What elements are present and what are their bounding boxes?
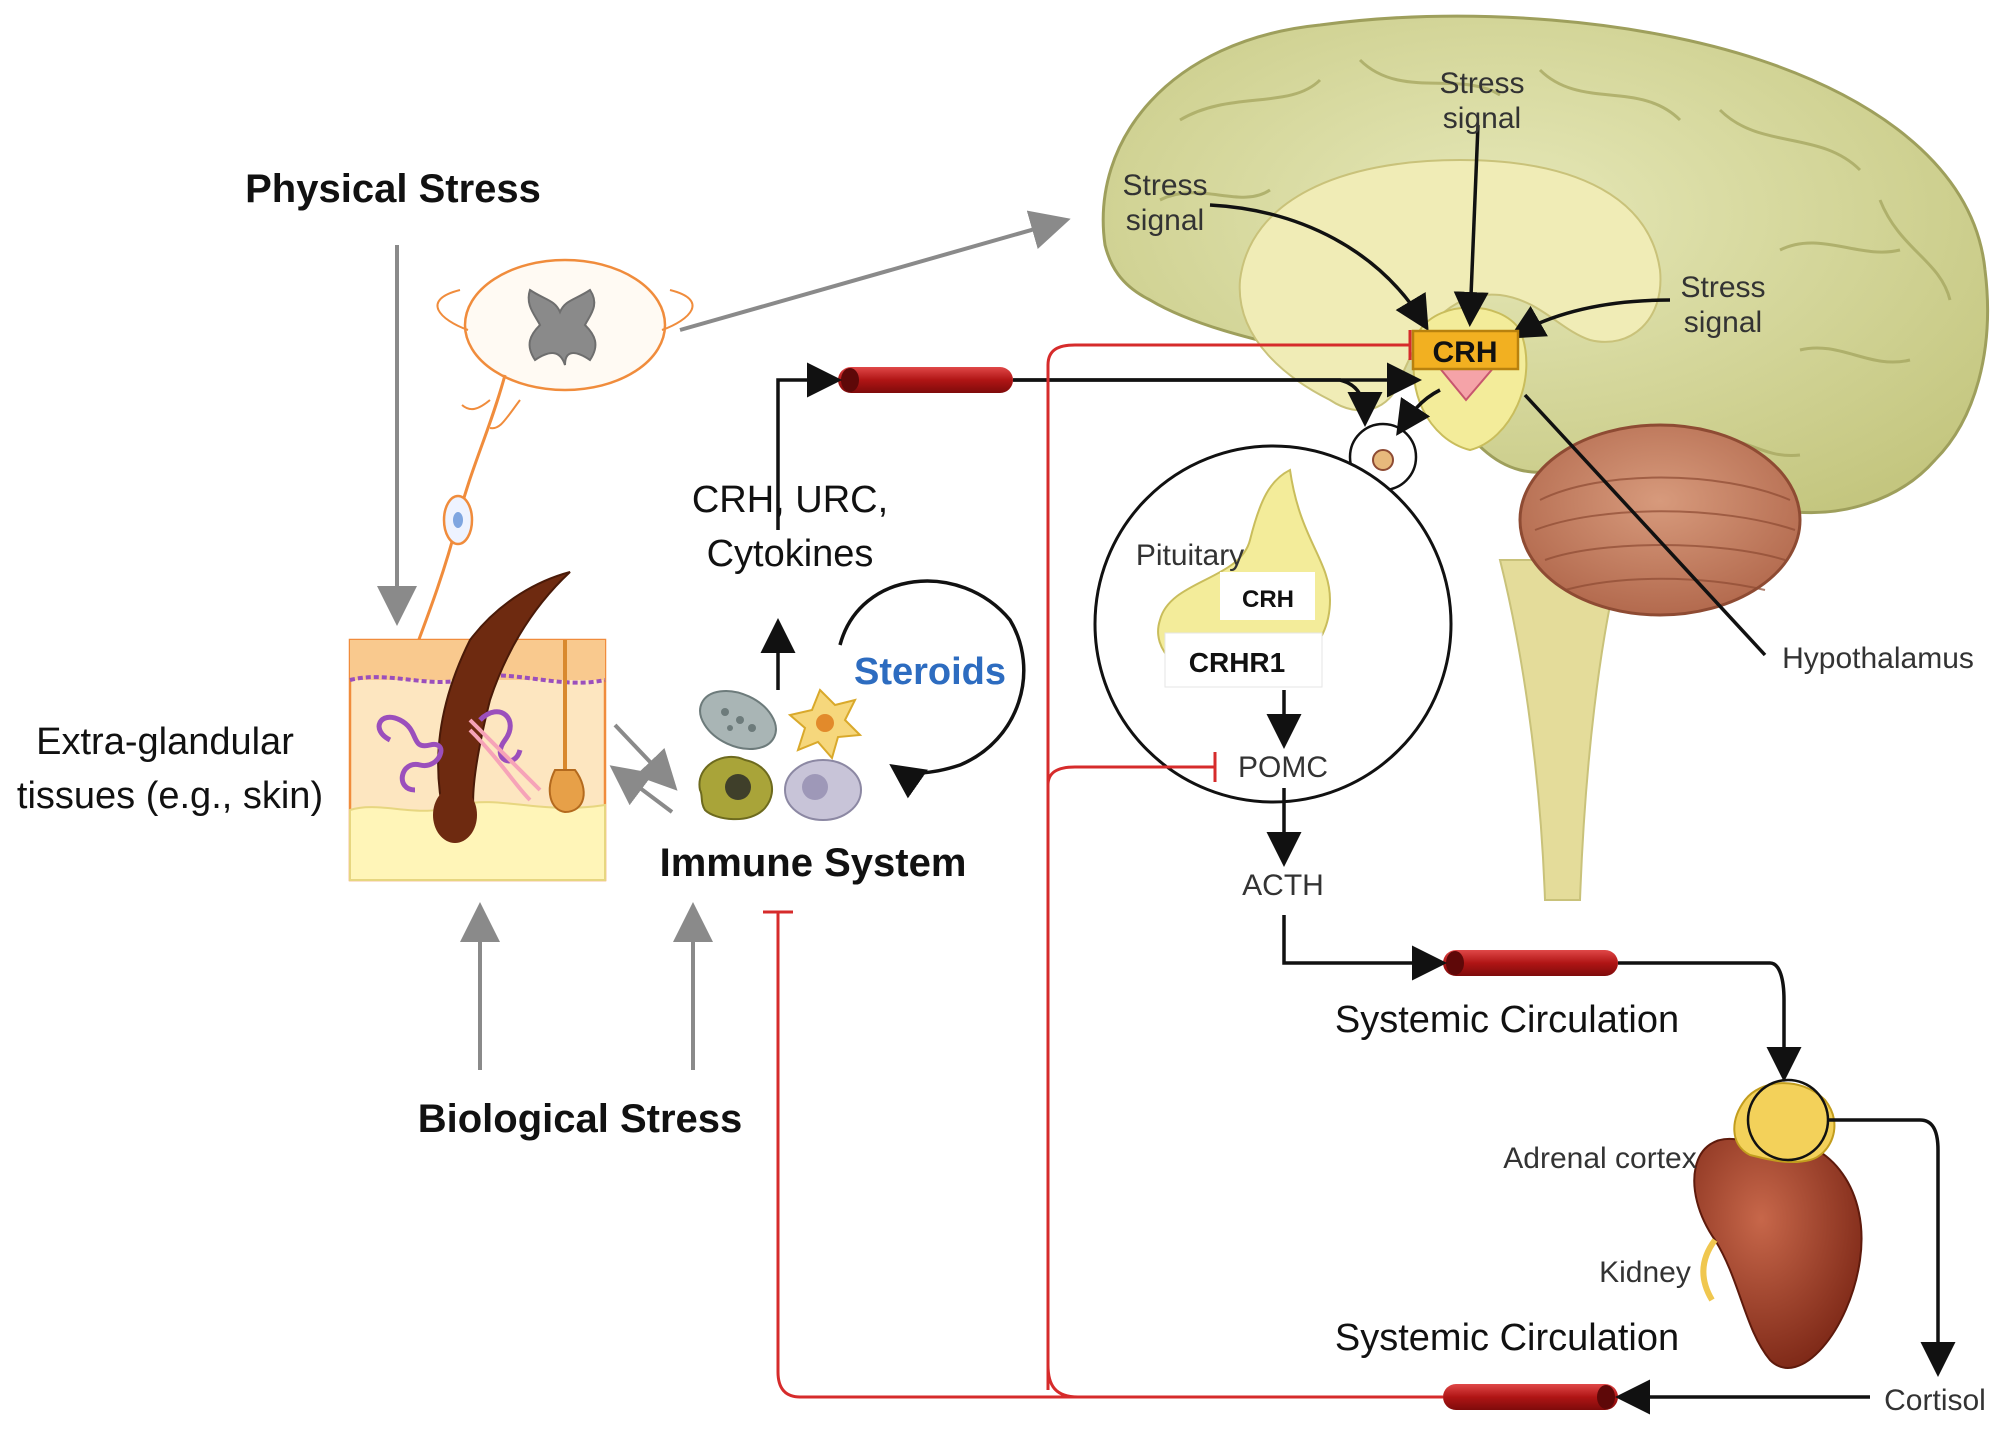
extra-glandular-label-line2: tissues (e.g., skin) <box>17 775 323 817</box>
crh-urc-cytokines-label-line1: CRH, URC, <box>692 479 888 521</box>
spinal-cord-illustration <box>413 258 694 651</box>
stress-signal-right-word1: Stress <box>1680 271 1765 304</box>
hypothalamus-label: Hypothalamus <box>1782 642 1974 675</box>
stress-signal-right-word2: signal <box>1684 306 1762 339</box>
stress-signal-left-word2: signal <box>1126 204 1204 237</box>
blood-vessels <box>838 367 1618 1410</box>
pituitary-label: Pituitary <box>1136 539 1244 572</box>
vessel-bottom <box>1443 1384 1618 1410</box>
vessel-top <box>838 367 1013 393</box>
crhr1-label: CRHR1 <box>1189 647 1285 678</box>
cortisol-label: Cortisol <box>1884 1384 1986 1417</box>
immune-to-skin-arrow <box>609 765 674 814</box>
immune-system-label: Immune System <box>660 841 967 885</box>
vessel-middle <box>1443 950 1618 976</box>
immune-cells-illustration <box>698 688 863 821</box>
negative-feedback-lines <box>763 330 1443 1399</box>
steroids-label: Steroids <box>854 651 1006 693</box>
systemic-circulation-label-2: Systemic Circulation <box>1335 1317 1679 1359</box>
systemic-circulation-label-1: Systemic Circulation <box>1335 999 1679 1041</box>
stress-signal-top-word2: signal <box>1443 102 1521 135</box>
stress-signal-top-word1: Stress <box>1439 67 1524 100</box>
crh-hypothalamus-box: CRH <box>1411 329 1520 402</box>
extra-glandular-label-line1: Extra-glandular <box>36 721 294 763</box>
crh-inner-box <box>1220 572 1315 620</box>
biological-stress-label: Biological Stress <box>418 1097 743 1141</box>
adrenal-cortex-label: Adrenal cortex <box>1503 1142 1696 1175</box>
skin-section-illustration <box>348 571 607 882</box>
crhr1-box <box>1164 632 1323 688</box>
skin-to-immune-arrow <box>613 723 678 791</box>
crh-inner-label: CRH <box>1242 586 1294 613</box>
pituitary-inset <box>1093 422 1453 804</box>
signal-arrows <box>760 124 1956 1415</box>
adrenal-kidney-illustration <box>1693 1078 1863 1369</box>
kidney-label: Kidney <box>1599 1256 1691 1289</box>
physical-stress-label: Physical Stress <box>245 167 541 211</box>
spinal-to-brain-arrow <box>679 210 1071 332</box>
acth-label: ACTH <box>1242 869 1324 902</box>
stress-arrows <box>377 210 1071 1070</box>
crh-urc-cytokines-label-line2: Cytokines <box>707 533 874 575</box>
stress-signal-left-word1: Stress <box>1122 169 1207 202</box>
pomc-label: POMC <box>1238 751 1328 784</box>
crh-label: CRH <box>1433 336 1498 369</box>
